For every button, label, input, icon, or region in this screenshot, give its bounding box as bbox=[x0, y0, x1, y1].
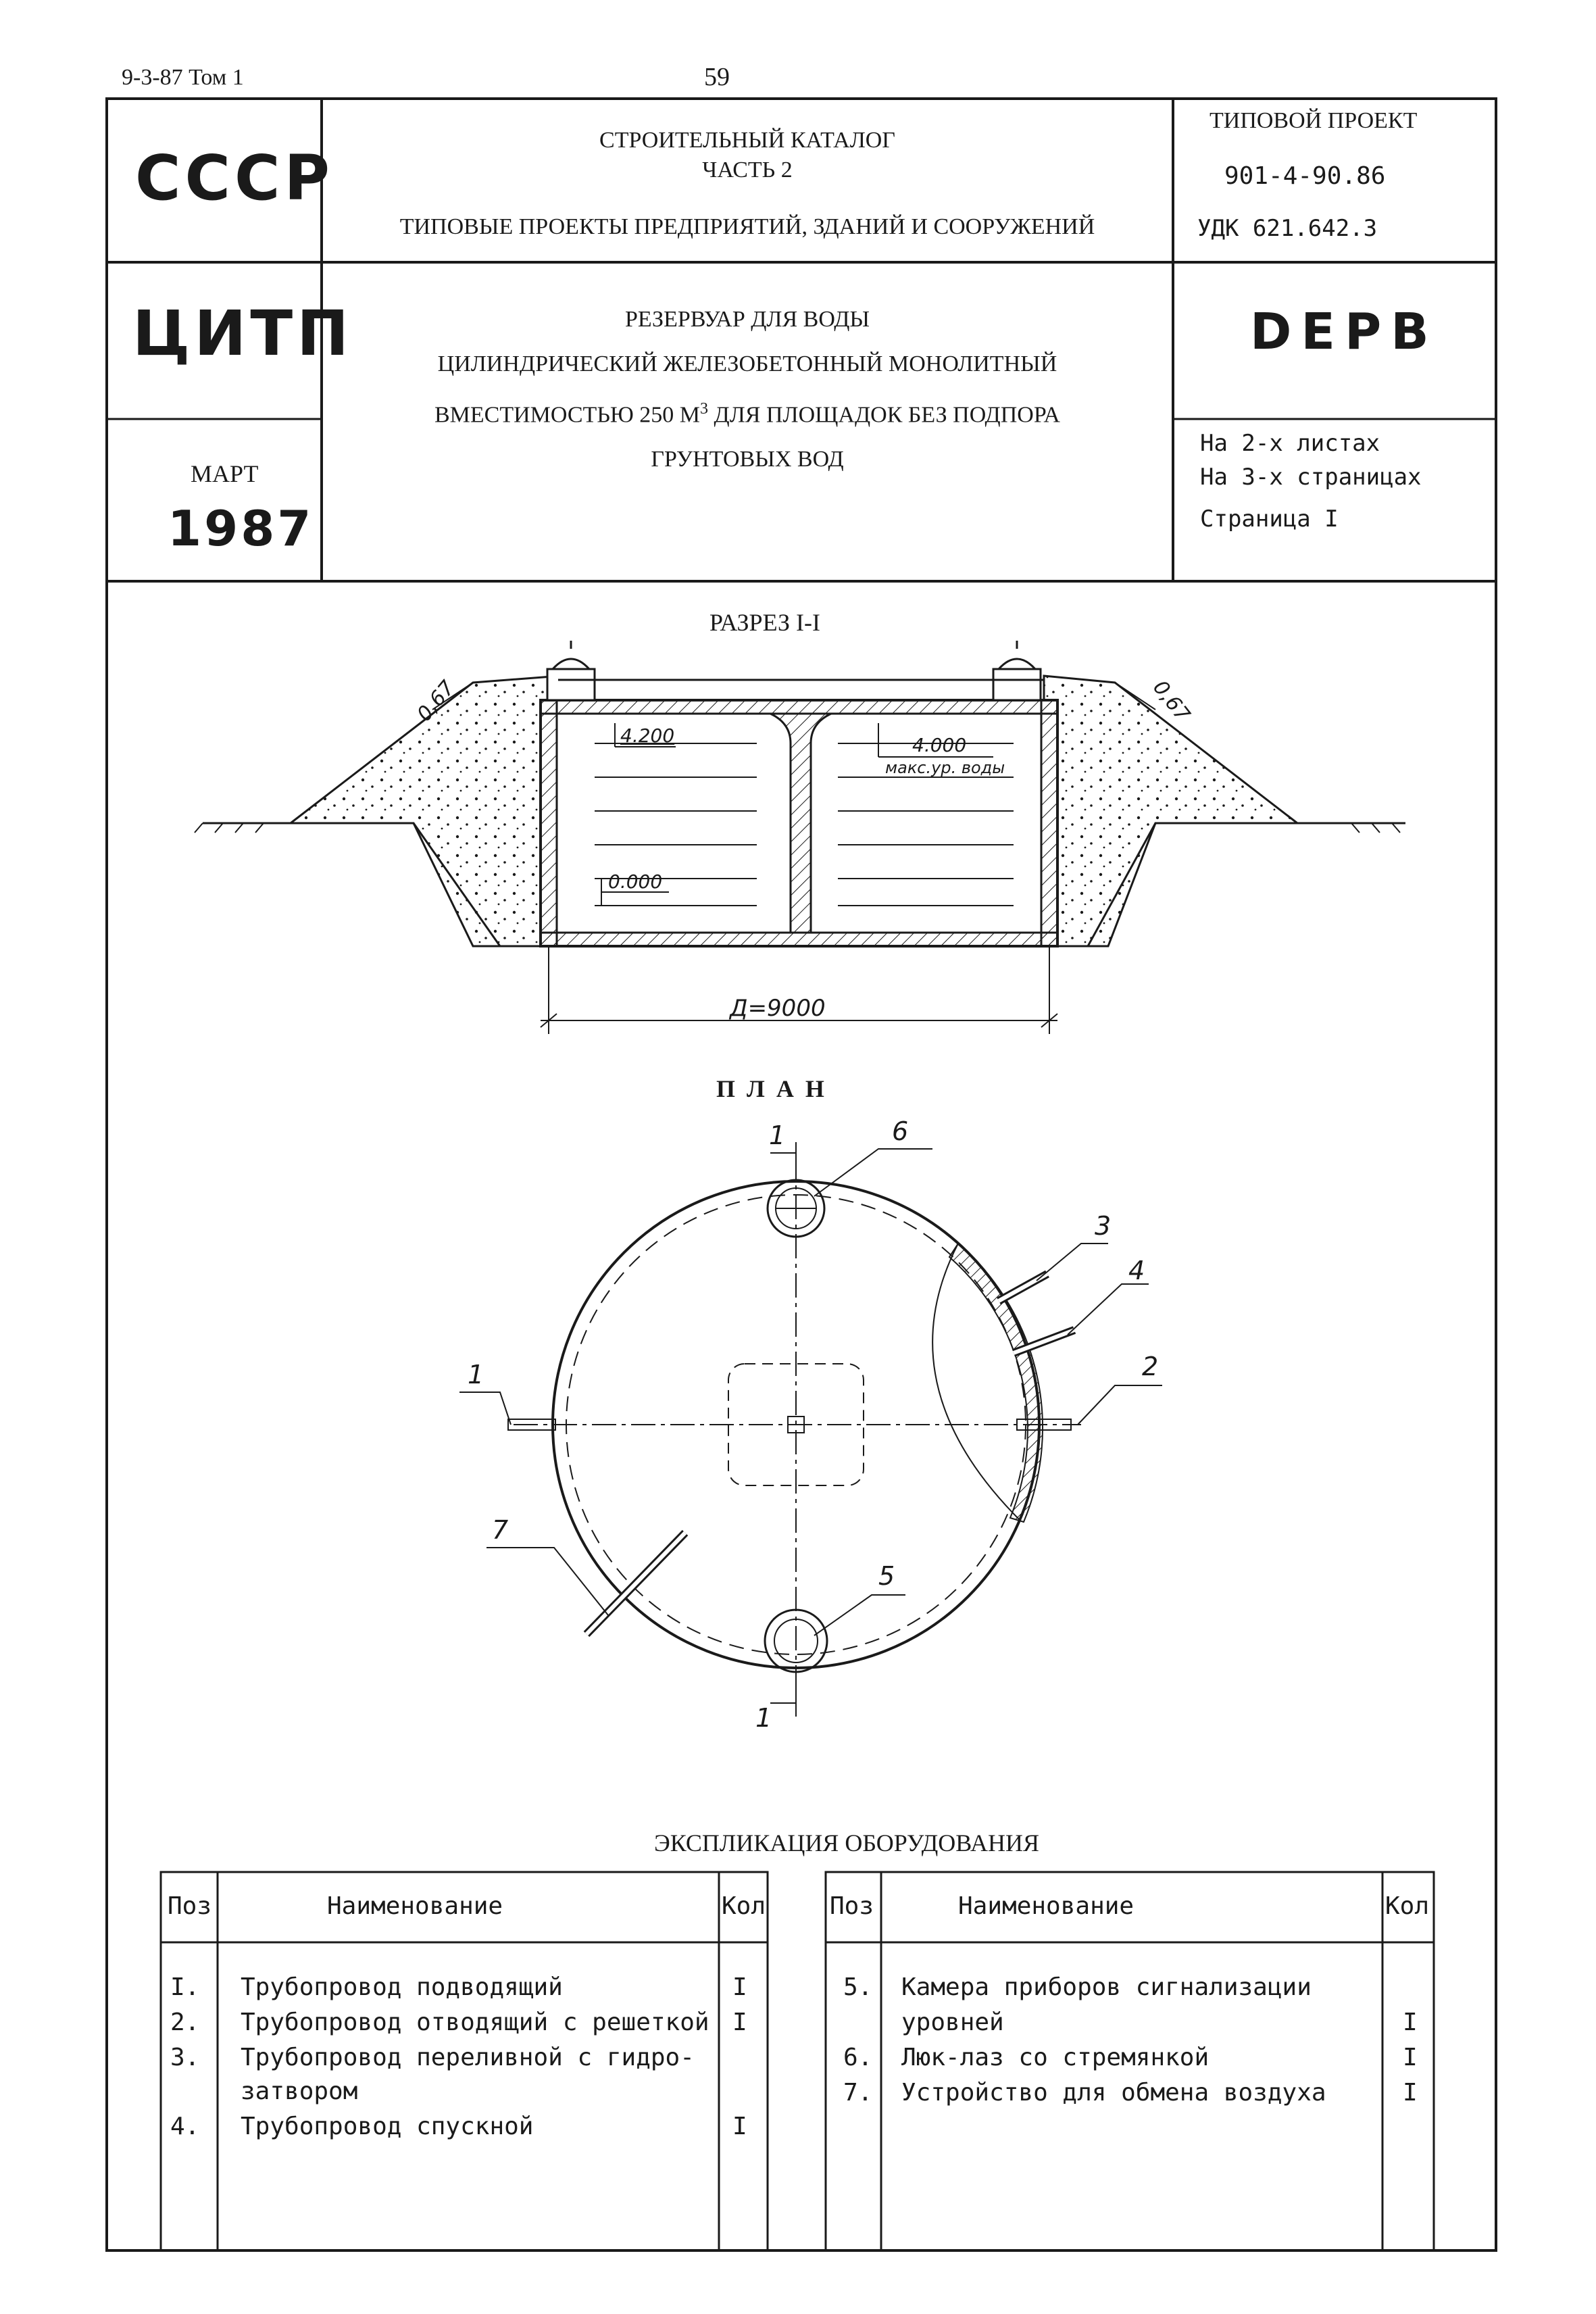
issue-year: 1987 bbox=[168, 500, 314, 557]
title-line-4: ГРУНТОВЫХ ВОД bbox=[651, 447, 844, 472]
project-number: 901-4-90.86 bbox=[1224, 162, 1386, 190]
level-top-label: 4.200 bbox=[620, 724, 675, 747]
catalog-line-2: ЧАСТЬ 2 bbox=[702, 157, 793, 182]
callout-1: 1 bbox=[468, 1360, 484, 1389]
left-header-qty: Кол bbox=[722, 1892, 766, 1920]
org-ussr: СССР bbox=[135, 142, 334, 214]
sheets-count: На 2-х листах bbox=[1200, 430, 1380, 457]
water-note-label: макс.ур. воды bbox=[885, 758, 1005, 777]
right-row-6-qty: I bbox=[1403, 2044, 1418, 2071]
left-row-3-pos: 3. bbox=[170, 2044, 200, 2071]
leader-lines bbox=[459, 1142, 1162, 1717]
right-row-5-name-b: уровней bbox=[901, 2009, 1004, 2036]
catalog-line-1: СТРОИТЕЛЬНЫЙ КАТАЛОГ bbox=[599, 128, 895, 153]
right-header-pos: Поз bbox=[830, 1892, 874, 1920]
callout-4: 4 bbox=[1128, 1256, 1145, 1285]
tank-plan bbox=[507, 1156, 1081, 1696]
callout-3: 3 bbox=[1095, 1211, 1112, 1241]
org-citp: ЦИТП bbox=[132, 297, 353, 370]
page-number: 59 bbox=[704, 63, 730, 91]
udk-code: УДК 621.642.3 bbox=[1197, 215, 1378, 242]
section-title: РАЗРЕЗ I-I bbox=[709, 609, 821, 636]
title-line-1: РЕЗЕРВУАР ДЛЯ ВОДЫ bbox=[624, 307, 870, 332]
left-row-2-name: Трубопровод отводящий с решеткой bbox=[241, 2009, 709, 2036]
left-header-name: Наименование bbox=[327, 1892, 503, 1920]
left-row-1-qty: I bbox=[732, 1973, 747, 2001]
right-row-6-name: Люк-лаз со стремянкой bbox=[901, 2044, 1210, 2071]
right-row-5-pos: 5. bbox=[843, 1973, 873, 2001]
cut-mark-bottom: 1 bbox=[755, 1703, 772, 1733]
title-line-2: ЦИЛИНДРИЧЕСКИЙ ЖЕЛЕЗОБЕТОННЫЙ МОНОЛИТНЫЙ bbox=[437, 351, 1057, 376]
project-label: ТИПОВОЙ ПРОЕКТ bbox=[1210, 108, 1418, 133]
right-row-7-qty: I bbox=[1403, 2079, 1418, 2107]
left-row-4-qty: I bbox=[732, 2113, 747, 2140]
left-row-1-pos: I. bbox=[170, 1973, 200, 2001]
title-line-3-sup: 3 bbox=[700, 400, 709, 418]
volume-label: 9-3-87 Том 1 bbox=[122, 65, 244, 90]
cut-mark-top: 1 bbox=[769, 1121, 786, 1150]
callout-6: 6 bbox=[892, 1116, 909, 1146]
callout-7: 7 bbox=[492, 1515, 509, 1545]
left-row-2-qty: I bbox=[732, 2009, 747, 2036]
left-row-3-name-b: затвором bbox=[241, 2077, 358, 2105]
right-row-6-pos: 6. bbox=[843, 2044, 873, 2071]
right-header-qty: Кол bbox=[1385, 1892, 1430, 1920]
issue-month: МАРТ bbox=[191, 460, 259, 487]
title-line-3-a: ВМЕСТИМОСТЬЮ 250 М bbox=[434, 402, 701, 428]
project-code: DEPB bbox=[1250, 303, 1439, 361]
title-line-3-b: ДЛЯ ПЛОЩАДОК БЕЗ ПОДПОРА bbox=[708, 402, 1060, 428]
callout-2: 2 bbox=[1142, 1352, 1159, 1381]
tank-section bbox=[539, 641, 1059, 947]
diameter-label: Д=9000 bbox=[730, 995, 826, 1022]
explication-title: ЭКСПЛИКАЦИЯ ОБОРУДОВАНИЯ bbox=[654, 1829, 1040, 1856]
right-row-7-name: Устройство для обмена воздуха bbox=[901, 2079, 1326, 2107]
callout-5: 5 bbox=[878, 1561, 895, 1591]
level-water-label: 4.000 bbox=[912, 734, 967, 756]
left-row-3-name-a: Трубопровод переливной с гидро- bbox=[241, 2044, 695, 2071]
left-row-2-pos: 2. bbox=[170, 2009, 200, 2036]
pages-count: На 3-х страницах bbox=[1200, 464, 1422, 491]
catalog-line-3: ТИПОВЫЕ ПРОЕКТЫ ПРЕДПРИЯТИЙ, ЗДАНИЙ И СО… bbox=[399, 214, 1095, 239]
right-row-5-name-a: Камера приборов сигнализации bbox=[901, 1973, 1312, 2001]
level-bottom-label: 0.000 bbox=[608, 870, 663, 893]
plan-title: П Л А Н bbox=[716, 1075, 827, 1102]
left-row-4-name: Трубопровод спускной bbox=[241, 2113, 534, 2140]
left-header-pos: Поз bbox=[168, 1892, 212, 1920]
left-row-4-pos: 4. bbox=[170, 2113, 200, 2140]
left-row-1-name: Трубопровод подводящий bbox=[241, 1973, 563, 2001]
title-line-3: ВМЕСТИМОСТЬЮ 250 М3 ДЛЯ ПЛОЩАДОК БЕЗ ПОД… bbox=[322, 387, 1173, 437]
right-row-5-qty: I bbox=[1403, 2009, 1418, 2036]
diameter-dimension bbox=[540, 946, 1058, 1034]
right-header-name: Наименование bbox=[958, 1892, 1134, 1920]
right-row-7-pos: 7. bbox=[843, 2079, 873, 2107]
page-indicator: Страница I bbox=[1200, 506, 1339, 533]
